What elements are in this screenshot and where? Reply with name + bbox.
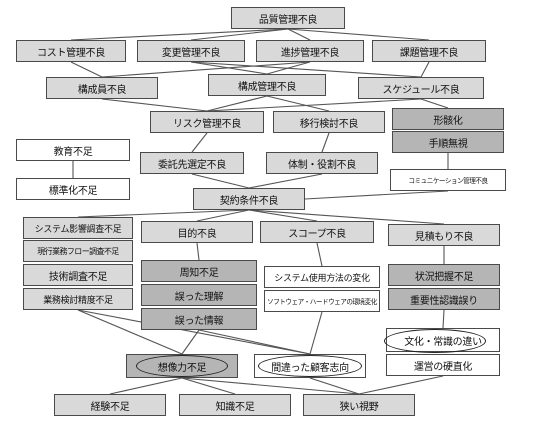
connector-line xyxy=(190,61,422,78)
highlight-oval-imagination xyxy=(136,355,228,377)
connector-line xyxy=(196,209,250,222)
connector-line xyxy=(266,95,330,112)
connector-line xyxy=(181,377,236,395)
connector-line xyxy=(442,309,445,329)
node-business-accuracy: 業務検討精度不足 xyxy=(23,288,133,310)
node-notice: 周知不足 xyxy=(141,260,257,282)
node-outsourcing: 委託先選定不良 xyxy=(140,152,244,174)
node-config: 構成管理不良 xyxy=(208,74,326,96)
node-cost: コスト管理不良 xyxy=(16,40,126,62)
connector-line xyxy=(420,61,430,78)
node-quality: 品質管理不良 xyxy=(231,7,345,29)
node-standardization: 標準化不足 xyxy=(16,178,130,200)
node-communication: コミュニケーション管理不良 xyxy=(390,169,506,191)
node-schedule: スケジュール不良 xyxy=(358,77,484,99)
node-change: 変更管理不良 xyxy=(137,40,245,62)
node-migration: 移行検討不良 xyxy=(273,111,385,133)
connector-line xyxy=(196,242,200,261)
highlight-oval-customer xyxy=(258,355,362,377)
node-organization: 体制・役割不良 xyxy=(266,152,378,174)
node-scope: スコープ不良 xyxy=(260,221,374,243)
connector-line xyxy=(190,28,289,41)
node-knowledge: 知識不足 xyxy=(179,394,291,416)
node-env-change: ソフトウェア・ハードウェアの環境変化 xyxy=(264,290,380,312)
connector-line xyxy=(248,173,323,189)
connector-line xyxy=(287,28,311,41)
node-purpose: 目的不良 xyxy=(141,221,253,243)
connector-line xyxy=(248,209,445,225)
node-wrong-info: 誤った情報 xyxy=(141,308,257,330)
node-education: 教育不足 xyxy=(16,139,130,161)
node-rigidity: 運営の硬直化 xyxy=(386,354,500,376)
node-situation: 状況把握不足 xyxy=(388,264,500,286)
connector-line xyxy=(191,173,250,189)
connector-line xyxy=(181,377,360,395)
connector-line xyxy=(309,311,323,355)
node-contract: 契約条件不良 xyxy=(193,188,305,210)
connector-line xyxy=(309,377,360,395)
node-formality: 形骸化 xyxy=(392,108,504,130)
node-procedure: 手順無視 xyxy=(392,131,504,153)
node-sys-usage: システム使用方法の変化 xyxy=(264,266,380,288)
connector-line xyxy=(109,377,183,395)
connector-line xyxy=(206,98,422,112)
connector-line xyxy=(70,61,103,78)
highlight-oval-culture xyxy=(384,329,486,353)
connector-line xyxy=(77,209,250,218)
connector-line xyxy=(101,61,311,78)
node-misunderstand: 誤った理解 xyxy=(141,284,257,306)
node-issue: 課題管理不良 xyxy=(372,40,486,62)
node-importance: 重要性認識誤り xyxy=(388,288,500,310)
node-current-flow: 現行業務フロー調査不足 xyxy=(23,240,133,262)
connector-line xyxy=(101,98,208,112)
node-experience: 経験不足 xyxy=(54,394,166,416)
connector-line xyxy=(77,309,311,355)
connector-line xyxy=(420,98,449,109)
connector-line xyxy=(77,309,183,355)
node-estimate: 見積もり不良 xyxy=(388,224,500,246)
node-sys-impact: システム影響調査不足 xyxy=(23,217,133,239)
connector-line xyxy=(304,190,449,200)
connector-line xyxy=(287,28,430,41)
node-tech-survey: 技術調査不足 xyxy=(23,264,133,286)
connector-line xyxy=(248,209,318,222)
connector-line xyxy=(70,28,289,41)
node-staff: 構成員不良 xyxy=(46,77,158,99)
connector-line xyxy=(181,329,200,355)
connector-line xyxy=(358,375,444,395)
connector-line xyxy=(191,132,208,153)
node-progress: 進捗管理不良 xyxy=(256,40,364,62)
node-risk: リスク管理不良 xyxy=(150,111,264,133)
connector-line xyxy=(206,95,268,112)
connector-line xyxy=(316,242,323,267)
node-narrow: 狭い視野 xyxy=(303,394,415,416)
connector-line xyxy=(321,132,330,153)
